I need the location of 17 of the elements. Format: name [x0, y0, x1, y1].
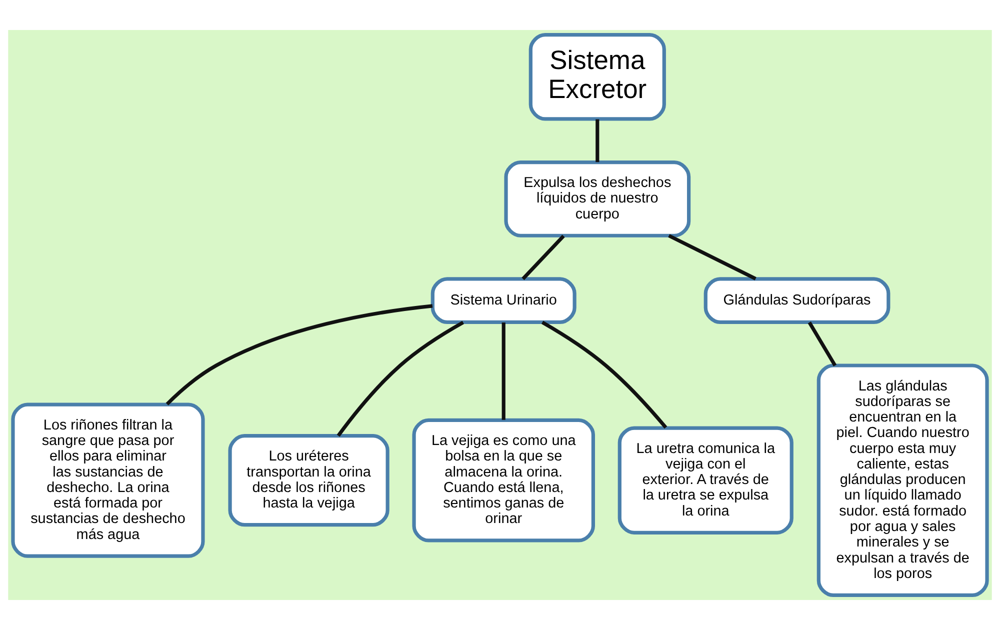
connector — [596, 119, 600, 162]
connector — [808, 322, 837, 366]
connector — [541, 320, 668, 429]
node-box: Glándulas Sudoríparas — [704, 277, 890, 324]
node-box: Expulsa los deshechos líquidos de nuestro cuerpo — [504, 160, 691, 238]
connector — [522, 234, 565, 280]
node-box: Las glándulas sudoríparas se encuentran en la piel. Cuando nuestro cuerpo esta muy caliente, estas glándulas producen un líquido llamado sudor. está formado por agua y sales minerales y se expulsan a través de los poros — [816, 364, 989, 597]
connector — [502, 322, 506, 420]
node-box: Sistema Urinario — [430, 277, 576, 324]
connector — [336, 320, 464, 437]
node-box: Los uréteres transportan la orina desde los riñones hasta la vejiga — [228, 434, 390, 527]
node-box: La uretra comunica la vejiga con el exterior. A través de la uretra se expulsa la orina — [618, 426, 794, 534]
node-box: Los riñones filtran la sangre que pasa por ellos para eliminar las sustancias de deshecho. La orina está formada por sustancias de deshecho más agua — [11, 402, 205, 558]
connector — [668, 234, 756, 280]
connector — [166, 304, 433, 406]
node-box: Sistema Excretor — [528, 33, 666, 121]
node-box: La vejiga es como una bolsa en la que se almacena la orina. Cuando está llena, sentimos ganas de orinar — [412, 418, 595, 542]
